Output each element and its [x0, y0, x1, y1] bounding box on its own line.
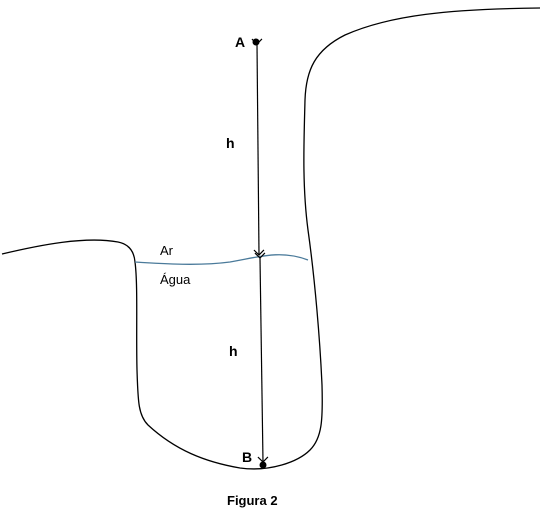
point-b-dot: [259, 461, 267, 469]
height-arrow-top: [251, 38, 265, 256]
height-arrow-bottom: [254, 252, 269, 463]
terrain-outline: [1, 7, 541, 470]
point-b-label: B: [242, 449, 252, 465]
point-a-label: A: [235, 34, 245, 50]
figure-caption: Figura 2: [227, 493, 278, 508]
water-surface-line: [134, 254, 309, 265]
height-label-top: h: [226, 135, 235, 151]
point-a-dot: [252, 38, 260, 46]
height-label-bottom: h: [229, 343, 238, 359]
air-label: Ar: [160, 243, 174, 258]
water-label: Água: [160, 272, 191, 287]
